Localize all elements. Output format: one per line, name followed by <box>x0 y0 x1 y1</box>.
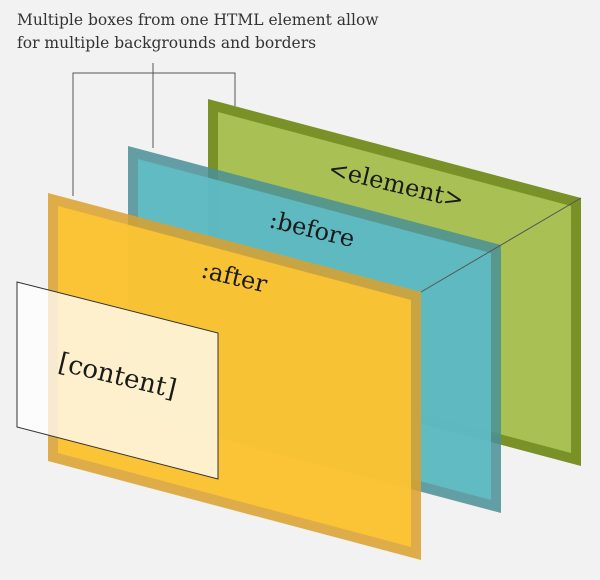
content-layer: [content] <box>16 281 219 480</box>
caption-line-2: for multiple backgrounds and borders <box>17 34 317 52</box>
after-layer: :after <box>48 193 421 560</box>
caption-line-1: Multiple boxes from one HTML element all… <box>17 11 379 29</box>
diagram-caption: Multiple boxes from one HTML element all… <box>17 9 577 55</box>
content-layer-box <box>16 281 219 480</box>
after-layer-background <box>58 206 411 547</box>
caption-bracket <box>72 63 236 196</box>
perspective-lines <box>420 197 582 293</box>
